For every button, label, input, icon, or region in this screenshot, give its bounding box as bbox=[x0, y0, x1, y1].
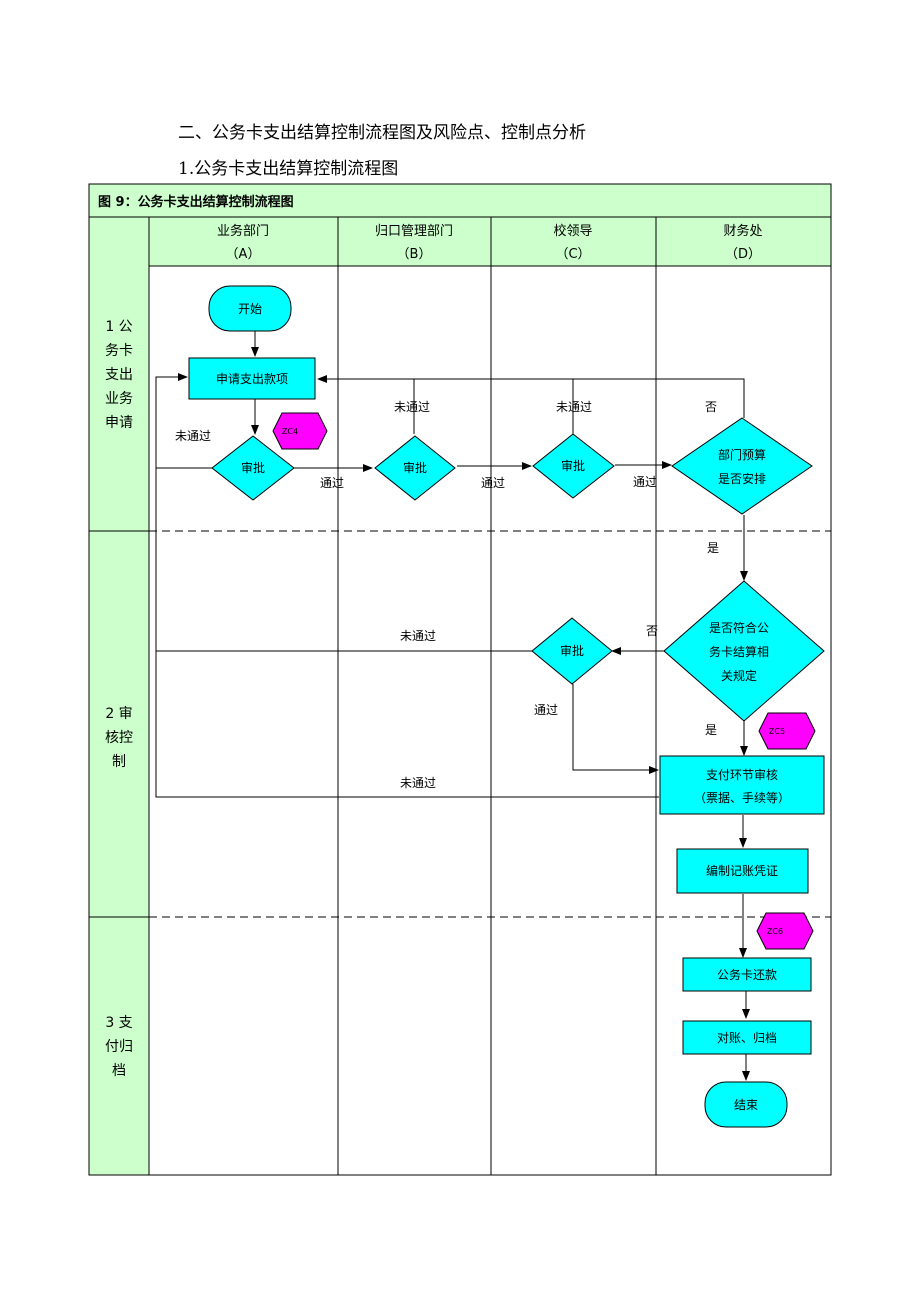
start-node bbox=[208, 285, 292, 332]
archive-node bbox=[682, 1020, 812, 1055]
column-header-b: 归口管理部门 bbox=[375, 224, 453, 239]
archive-label: 对账、归档 bbox=[717, 1031, 777, 1045]
column-code-a: （A） bbox=[226, 247, 261, 262]
compliance-decision bbox=[663, 580, 825, 722]
approve-c-label: 审批 bbox=[561, 458, 585, 473]
edge-label-no-budget: 否 bbox=[705, 400, 717, 414]
approve-c2-label: 审批 bbox=[560, 643, 584, 658]
section-title: 二、公务卡支出结算控制流程图及风险点、控制点分析 bbox=[178, 123, 586, 143]
table-frame bbox=[88, 183, 832, 1176]
subsection-title: 1.公务卡支出结算控制流程图 bbox=[178, 159, 399, 179]
control-point-zc6 bbox=[756, 912, 814, 950]
control-point-zc5-label: ZC5 bbox=[769, 727, 785, 736]
edge-label-pass-a: 通过 bbox=[320, 476, 344, 490]
edge-label-reject-b: 未通过 bbox=[394, 400, 430, 414]
edge-label-reject-a: 未通过 bbox=[175, 429, 211, 443]
repay-label: 公务卡还款 bbox=[717, 967, 777, 982]
column-header-a: 业务部门 bbox=[217, 223, 269, 239]
edge-label-reject-c: 未通过 bbox=[556, 400, 592, 414]
edge-label-yes-budget: 是 bbox=[707, 541, 719, 555]
phase-2-label: 核控 bbox=[105, 730, 133, 746]
edge-label-pass-c2: 通过 bbox=[534, 703, 558, 717]
column-code-b: （B） bbox=[397, 247, 432, 262]
control-point-zc4-label: ZC4 bbox=[282, 427, 298, 436]
phase-1-label: 业务 bbox=[105, 391, 133, 407]
phase-2-label: 制 bbox=[112, 754, 126, 770]
column-code-d: （D） bbox=[725, 247, 761, 262]
compliance-label: 务卡结算相 bbox=[709, 644, 769, 659]
budget-label: 是否安排 bbox=[718, 471, 766, 486]
table-border bbox=[88, 183, 832, 1176]
approve-a-label: 审批 bbox=[241, 460, 265, 475]
budget-label: 部门预算 bbox=[718, 447, 766, 462]
phase-1-label: 1 公 bbox=[105, 319, 132, 335]
edge-label-pass-b: 通过 bbox=[481, 476, 505, 490]
voucher-node bbox=[676, 848, 809, 894]
payment-review-label: 支付环节审核 bbox=[706, 767, 778, 782]
phase-3-label: 付归 bbox=[105, 1038, 133, 1055]
phase-2-label: 2 审 bbox=[105, 706, 132, 722]
approve-b-label: 审批 bbox=[403, 460, 427, 475]
phase-1-label: 申请 bbox=[105, 415, 133, 431]
approve-c2-decision bbox=[531, 617, 613, 685]
start-label: 开始 bbox=[238, 302, 262, 316]
column-header-band bbox=[89, 217, 831, 266]
edge-label-reject-payment: 未通过 bbox=[400, 776, 436, 790]
apply-label: 申请支出款项 bbox=[216, 372, 288, 386]
compliance-label: 关规定 bbox=[721, 668, 757, 683]
control-point-zc4 bbox=[272, 412, 328, 450]
pass-c2-connector bbox=[572, 684, 659, 774]
phase-3-label: 3 支 bbox=[105, 1015, 132, 1031]
reject-payment-loop bbox=[155, 468, 659, 798]
figure-title-bar bbox=[88, 183, 832, 218]
payment-review-label: （票据、手续等） bbox=[694, 791, 790, 805]
phase-1-label: 支出 bbox=[105, 367, 133, 383]
phase-column-band bbox=[89, 217, 149, 1175]
budget-decision bbox=[671, 417, 813, 515]
end-label: 结束 bbox=[734, 1098, 758, 1112]
approve-b-decision bbox=[374, 435, 456, 501]
voucher-label: 编制记账凭证 bbox=[706, 863, 778, 878]
end-node bbox=[704, 1081, 788, 1128]
no-budget-loop bbox=[317, 375, 745, 418]
approve-a-decision bbox=[211, 435, 295, 501]
edge-label-reject-c2: 未通过 bbox=[400, 629, 436, 643]
apply-node bbox=[188, 357, 316, 400]
edge-label-yes-compliance: 是 bbox=[705, 723, 717, 737]
control-point-zc5 bbox=[758, 712, 816, 750]
column-header-d: 财务处 bbox=[723, 223, 762, 239]
phase-3-label: 档 bbox=[112, 1063, 126, 1079]
column-code-c: （C） bbox=[555, 247, 590, 262]
column-header-c: 校领导 bbox=[553, 223, 592, 239]
compliance-label: 是否符合公 bbox=[709, 620, 769, 635]
approve-c-decision bbox=[532, 433, 615, 499]
reject-loop-a bbox=[155, 373, 212, 469]
payment-review-node bbox=[659, 755, 825, 815]
edge-label-pass-c: 通过 bbox=[633, 475, 657, 489]
edge-label-no-compliance: 否 bbox=[646, 624, 658, 638]
figure-title: 图 9：公务卡支出结算控制流程图 bbox=[98, 194, 294, 210]
repay-node bbox=[682, 957, 812, 992]
phase-1-label: 务卡 bbox=[105, 343, 133, 359]
control-point-zc6-label: ZC6 bbox=[767, 927, 783, 936]
